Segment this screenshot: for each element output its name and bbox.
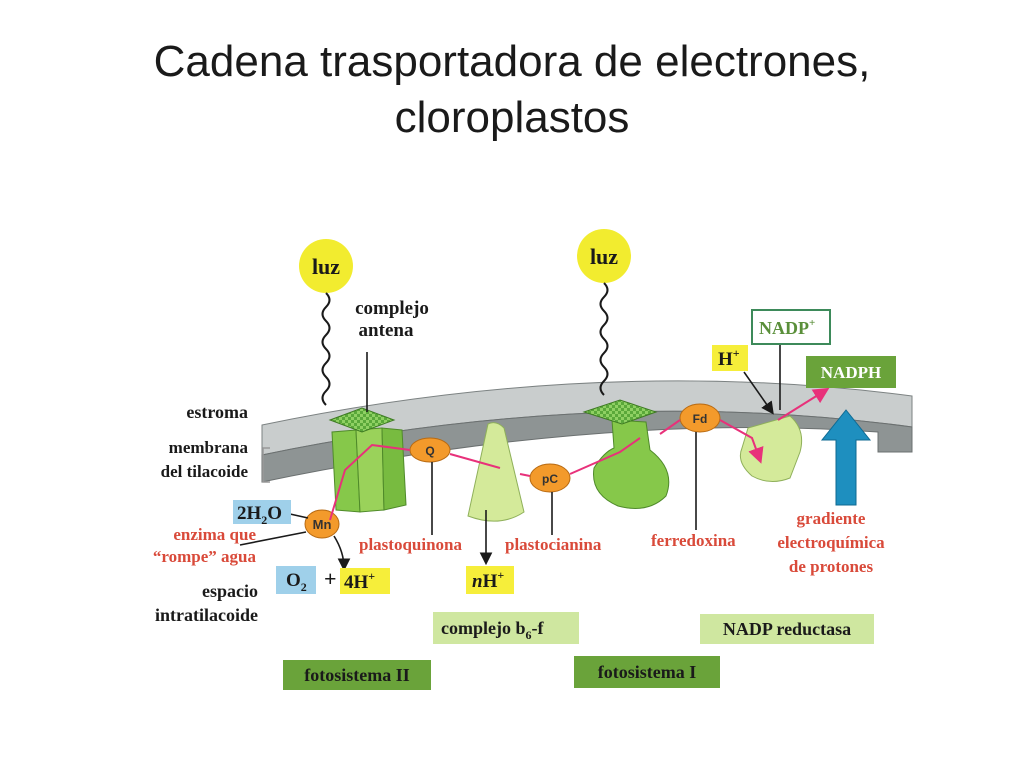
electron-flow-path <box>329 419 760 521</box>
membrana-label: membrana <box>169 438 249 457</box>
svg-text:Fd: Fd <box>693 412 708 426</box>
gradiente-label-3: de protones <box>789 557 874 576</box>
hplus-box <box>712 345 748 371</box>
espacio-label: espacio <box>202 581 258 601</box>
enzima-label-1: enzima que <box>173 525 256 544</box>
svg-text:pC: pC <box>542 472 558 486</box>
cytochrome-b6f <box>467 422 525 522</box>
light-sun-2: luz <box>577 229 631 396</box>
nadph-arrow <box>777 387 830 421</box>
svg-text:Mn: Mn <box>313 517 332 532</box>
light-wave-2 <box>599 282 609 396</box>
nadp-box <box>751 309 831 345</box>
proton-gradient-arrow <box>820 409 872 506</box>
o2-label: O2 <box>286 570 307 594</box>
photosystem-1 <box>582 399 670 509</box>
membrane-bracket <box>262 447 270 483</box>
luz-label-1: luz <box>312 254 340 279</box>
plus-label: + <box>324 566 337 591</box>
carrier-fd: Fd <box>679 403 721 433</box>
b6f-label: complejo b6-f <box>441 618 544 642</box>
4h-label: 4H+ <box>344 569 375 593</box>
gradiente-label-2: electroquímica <box>777 533 885 552</box>
complejo-label: complejo <box>355 298 429 319</box>
gradiente-label-1: gradiente <box>797 509 866 528</box>
nadph-label: NADPH <box>821 363 881 382</box>
ferredoxina-label: ferredoxina <box>651 531 736 550</box>
o2-box <box>276 566 316 594</box>
light-sun-1: luz <box>299 239 353 406</box>
carrier-mn: Mn <box>304 509 340 539</box>
carrier-pc: pC <box>529 463 571 493</box>
estroma-label: estroma <box>186 402 248 422</box>
plastocianina-label: plastocianina <box>505 535 602 554</box>
nh-label: nH+ <box>472 568 504 592</box>
enzima-label-2: “rompe” agua <box>153 547 257 566</box>
fotosistema2-label: fotosistema II <box>304 665 410 685</box>
luz-label-2: luz <box>590 244 618 269</box>
intratilacoide-label: intratilacoide <box>155 605 258 625</box>
fotosistema2-box <box>283 660 431 690</box>
antena-label: antena <box>359 320 414 341</box>
carrier-q: Q <box>409 437 451 463</box>
slide-title: Cadena trasportadora de electrones, clor… <box>0 34 1024 146</box>
water-label: 2H2O <box>237 503 282 527</box>
plastoquinona-label: plastoquinona <box>359 535 462 554</box>
title-line-2: cloroplastos <box>394 93 630 142</box>
light-wave-1 <box>321 292 331 406</box>
nadp-label: NADP+ <box>759 317 815 338</box>
pointer-lines <box>239 345 781 572</box>
nh-box <box>466 566 514 594</box>
nadp-reductasa-box <box>700 614 874 644</box>
tilacoide-label: del tilacoide <box>161 462 249 481</box>
title-line-1: Cadena trasportadora de electrones, <box>153 37 871 86</box>
hplus-label: H+ <box>718 346 740 370</box>
svg-text:Q: Q <box>425 444 434 458</box>
nadph-box <box>806 356 896 388</box>
antenna-complex <box>328 407 396 433</box>
fotosistema1-label: fotosistema I <box>598 662 696 682</box>
water-box <box>233 500 291 524</box>
thylakoid-membrane <box>261 380 913 483</box>
4h-box <box>340 568 390 594</box>
fotosistema1-box <box>574 656 720 688</box>
b6f-box <box>433 612 579 644</box>
nadp-reductasa-label: NADP reductasa <box>723 619 851 639</box>
